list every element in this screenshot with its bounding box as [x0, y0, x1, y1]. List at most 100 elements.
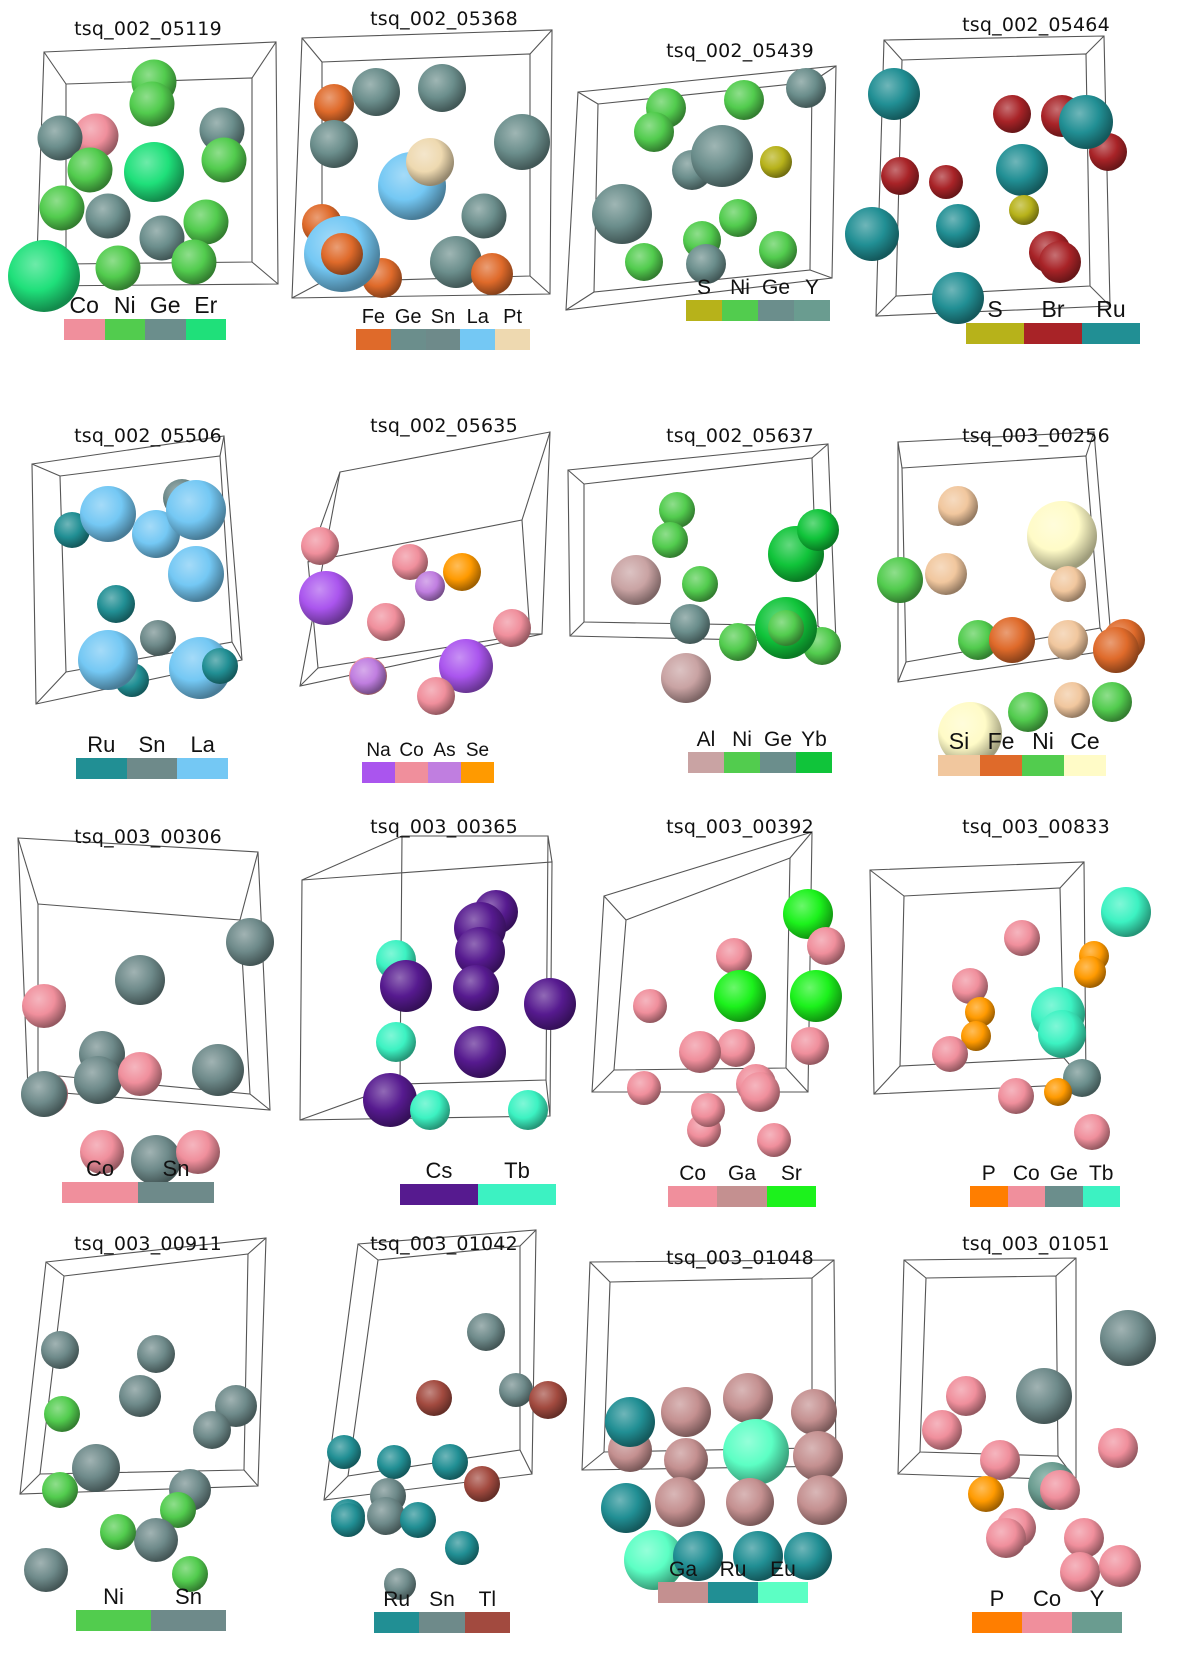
crystal-structure-render — [581, 1259, 847, 1590]
atom-as — [415, 571, 445, 601]
legend-swatch-ru — [1082, 323, 1140, 344]
atom-tl — [464, 1466, 500, 1502]
unit-cell-edge — [875, 295, 897, 317]
legend-label: Ru — [719, 1558, 747, 1581]
atom-la — [168, 546, 224, 602]
atom-ga — [726, 1478, 774, 1526]
legend-label: Sr — [780, 1162, 802, 1185]
unit-cell-edge — [301, 835, 403, 881]
legend-label: Na — [366, 740, 391, 761]
legend-label: Fe — [987, 728, 1015, 754]
legend-label: Co — [85, 1156, 115, 1181]
atom-ru — [601, 1483, 651, 1533]
atom-co — [807, 927, 845, 965]
legend-label: Ru — [1096, 296, 1126, 322]
atom-ni — [652, 522, 688, 558]
atom-co — [740, 1072, 780, 1112]
atom-br — [1039, 241, 1081, 283]
atom-tb — [1038, 1010, 1086, 1058]
legend-label: Ge — [763, 728, 792, 751]
atom-ge — [686, 244, 726, 284]
atom-ru — [445, 1531, 479, 1565]
atom-ni — [625, 243, 663, 281]
legend-label: Tb — [1088, 1162, 1114, 1185]
atom-sn — [41, 1331, 79, 1369]
atom-ru — [605, 1397, 655, 1447]
atom-ni — [1092, 682, 1132, 722]
atom-cs — [363, 1073, 417, 1127]
legend-label: Ga — [727, 1162, 756, 1185]
atom-co — [1099, 1545, 1141, 1587]
atom-ru — [733, 1531, 783, 1581]
atom-ni — [39, 185, 85, 231]
legend-label: Eu — [770, 1558, 796, 1581]
atom-al — [661, 653, 711, 703]
unit-cell-edge — [809, 269, 833, 279]
atom-na — [299, 571, 353, 625]
unit-cell-edge — [1089, 285, 1111, 307]
legend-swatch-ge — [145, 319, 186, 340]
legend-label: Co — [1012, 1162, 1040, 1185]
atom-ge — [310, 120, 358, 168]
atom-s — [760, 146, 792, 178]
atom-sn — [467, 1313, 505, 1351]
panel-title: tsq_003_01048 — [666, 1247, 814, 1269]
unit-cell-edge — [519, 1229, 537, 1247]
legend-swatch-y — [1072, 1612, 1122, 1633]
atom-sn — [384, 1568, 416, 1600]
atom-ni — [67, 147, 113, 193]
atom-ni — [682, 566, 718, 602]
legend-swatch-p — [970, 1186, 1008, 1207]
atom-ge — [139, 215, 185, 261]
atom-sn — [74, 1056, 122, 1104]
legend-label: As — [433, 740, 456, 761]
atom-ru — [327, 1435, 361, 1469]
legend-swatch-ge — [758, 300, 794, 321]
atom-fe — [314, 84, 354, 124]
legend-swatch-na — [362, 762, 395, 783]
unit-cell-edge — [789, 831, 813, 859]
legend-label: S — [696, 276, 711, 299]
atom-la — [132, 510, 180, 558]
legend-swatch-s — [966, 323, 1024, 344]
atom-pt — [406, 138, 454, 186]
atom-ni — [719, 199, 757, 237]
atom-cs — [454, 1026, 506, 1078]
legend-label: Yb — [801, 728, 827, 751]
unit-cell-edge — [249, 1093, 271, 1111]
atom-se — [965, 997, 995, 1027]
legend-swatch-sn — [138, 1182, 214, 1203]
atom-ru — [377, 1445, 411, 1479]
atom-sr — [790, 970, 842, 1022]
atom-br — [929, 165, 963, 199]
legend-label: Co — [679, 1162, 707, 1185]
atom-ge — [37, 115, 83, 161]
legend-label: P — [989, 1586, 1005, 1611]
atom-sr — [783, 889, 833, 939]
legend-label: Ni — [730, 276, 750, 299]
atom-ru — [432, 1444, 468, 1480]
unit-cell-edge — [299, 667, 319, 687]
atom-ni — [201, 137, 247, 183]
legend-swatch-co — [64, 319, 105, 340]
atom-si — [1054, 682, 1090, 718]
atom-ru — [673, 1531, 723, 1581]
unit-cell-edge — [251, 261, 279, 285]
atom-ni — [95, 245, 141, 291]
atom-co — [791, 1027, 829, 1065]
unit-cell-edge — [1059, 861, 1085, 889]
unit-cell-edge — [581, 1451, 605, 1471]
atom-ni — [724, 80, 764, 120]
legend-swatch-co — [62, 1182, 138, 1203]
legend-swatch-yb — [796, 752, 832, 773]
atom-ni — [171, 239, 217, 285]
legend-swatch-ce — [1064, 755, 1106, 776]
atom-al — [611, 555, 661, 605]
